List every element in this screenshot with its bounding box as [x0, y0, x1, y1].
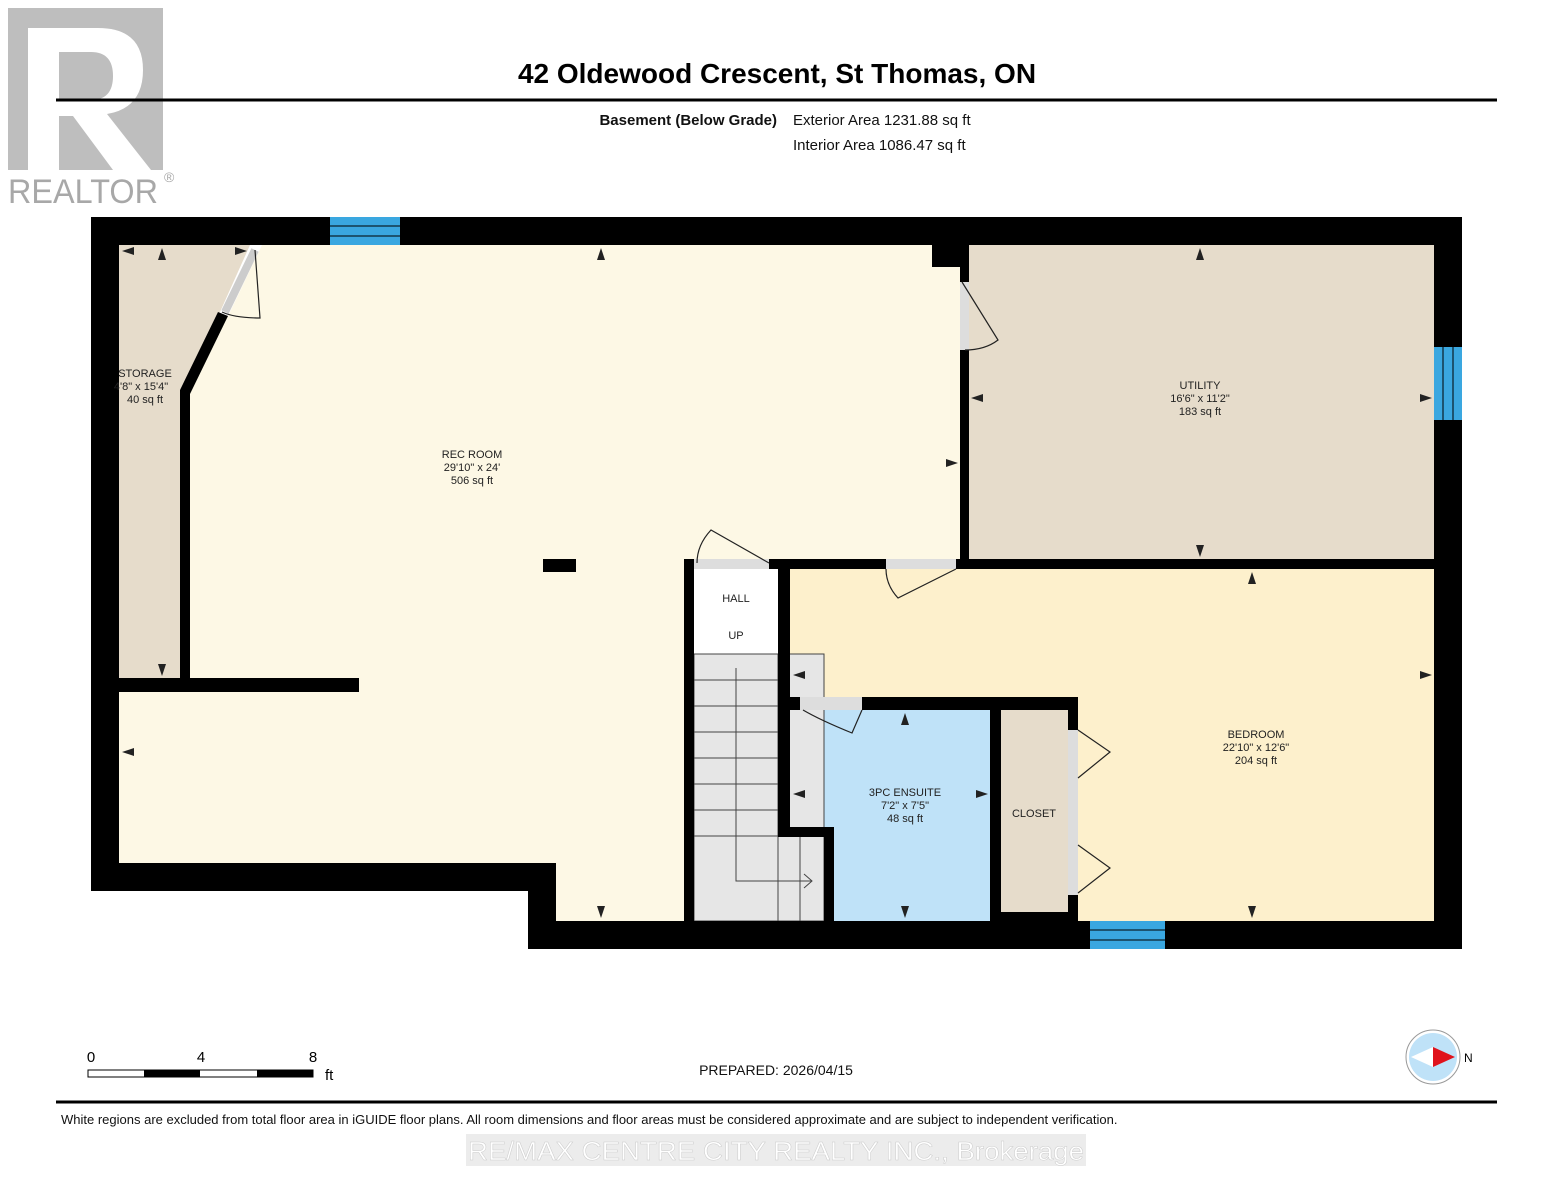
- svg-text:7'2" x 7'5": 7'2" x 7'5": [881, 800, 929, 812]
- window-bedroom: [1090, 921, 1165, 949]
- svg-text:ft: ft: [325, 1067, 334, 1084]
- svg-text:29'10" x 24': 29'10" x 24': [444, 462, 500, 474]
- svg-text:0: 0: [87, 1049, 95, 1066]
- doors: [221, 248, 1112, 895]
- windows: [330, 217, 1462, 949]
- room-fills: [119, 245, 1434, 924]
- svg-text:3PC ENSUITE: 3PC ENSUITE: [869, 787, 941, 799]
- compass-icon: N: [1405, 1029, 1473, 1085]
- svg-text:UP: UP: [728, 630, 743, 642]
- prepared-date: PREPARED: 2026/04/15: [699, 1062, 853, 1078]
- svg-text:REC ROOM: REC ROOM: [442, 449, 503, 461]
- bedroom-area: [790, 569, 1434, 924]
- svg-text:22'10" x 12'6": 22'10" x 12'6": [1223, 742, 1290, 754]
- door-ensuite: [800, 697, 863, 734]
- svg-text:506 sq ft: 506 sq ft: [451, 475, 493, 487]
- svg-text:183 sq ft: 183 sq ft: [1179, 406, 1221, 418]
- svg-text:STORAGE: STORAGE: [118, 368, 172, 380]
- realtor-registered-mark: ®: [164, 169, 175, 185]
- door-hall: [694, 529, 770, 569]
- rec-room-area: [119, 245, 960, 921]
- dimension-arrows: [122, 247, 1432, 918]
- svg-text:204 sq ft: 204 sq ft: [1235, 755, 1277, 767]
- svg-text:4: 4: [197, 1049, 205, 1066]
- svg-text:UTILITY: UTILITY: [1180, 380, 1222, 392]
- window-utility: [1434, 347, 1462, 420]
- door-closet: [1068, 729, 1112, 895]
- floor-name: Basement (Below Grade): [599, 112, 777, 129]
- door-utility: [960, 281, 999, 351]
- room-label-ensuite: 3PC ENSUITE 7'2" x 7'5" 48 sq ft: [869, 787, 941, 825]
- disclaimer: White regions are excluded from total fl…: [61, 1112, 1117, 1127]
- room-label-bedroom: BEDROOM 22'10" x 12'6" 204 sq ft: [1223, 729, 1290, 767]
- utility-area: [968, 245, 1434, 559]
- door-bedroom: [885, 559, 957, 599]
- interior-area: Interior Area 1086.47 sq ft: [793, 137, 966, 154]
- room-label-storage: STORAGE 4'8" x 15'4" 40 sq ft: [114, 368, 172, 406]
- room-label-rec-room: REC ROOM 29'10" x 24' 506 sq ft: [442, 449, 503, 487]
- svg-text:8: 8: [309, 1049, 317, 1066]
- scale-bar: 0 4 8 ft: [87, 1049, 334, 1084]
- room-label-hall: HALL UP: [722, 593, 750, 642]
- svg-text:N: N: [1464, 1051, 1473, 1065]
- svg-text:48 sq ft: 48 sq ft: [887, 813, 923, 825]
- svg-text:16'6" x 11'2": 16'6" x 11'2": [1170, 393, 1230, 405]
- walls: [91, 217, 1462, 949]
- door-storage: [221, 248, 261, 319]
- svg-text:BEDROOM: BEDROOM: [1228, 729, 1285, 741]
- window-top: [330, 217, 400, 245]
- realtor-logo: REALTOR ®: [8, 8, 175, 211]
- storage-area: [119, 245, 250, 678]
- closet-area: [1001, 710, 1068, 912]
- exterior-area: Exterior Area 1231.88 sq ft: [793, 112, 971, 129]
- room-label-closet: CLOSET: [1012, 808, 1056, 820]
- svg-text:40 sq ft: 40 sq ft: [127, 394, 163, 406]
- brokerage-watermark-bg: [466, 1134, 1086, 1166]
- room-label-utility: UTILITY 16'6" x 11'2" 183 sq ft: [1170, 380, 1230, 418]
- svg-text:4'8" x 15'4": 4'8" x 15'4": [114, 381, 168, 393]
- brokerage-watermark: RE/MAX CENTRE CITY REALTY INC., Brokerag…: [468, 1136, 1084, 1166]
- svg-text:HALL: HALL: [722, 593, 750, 605]
- page-title: 42 Oldewood Crescent, St Thomas, ON: [518, 58, 1036, 89]
- realtor-logo-text: REALTOR: [8, 173, 158, 211]
